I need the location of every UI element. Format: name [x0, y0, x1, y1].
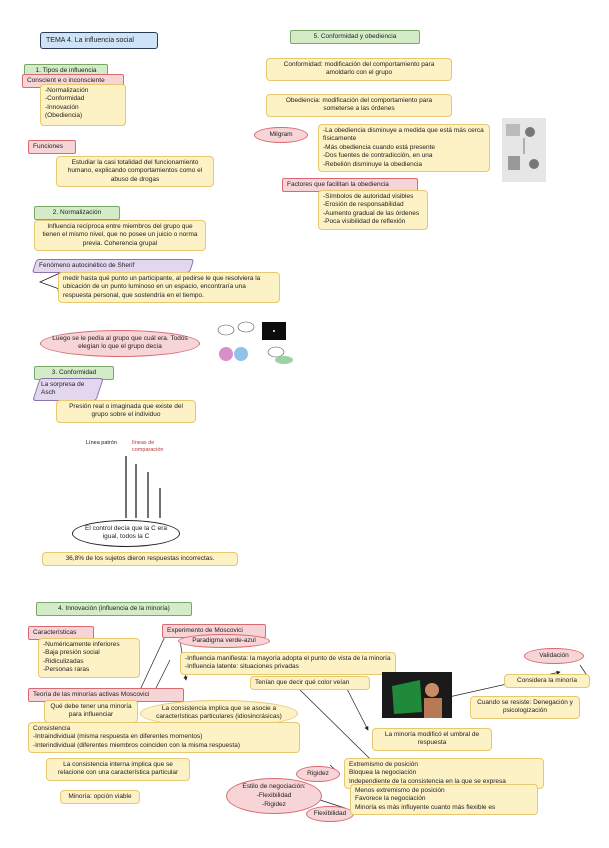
- funciones-text: Estudiar la casi totalidad del funcionam…: [56, 156, 214, 188]
- minoria-viable-text: Minoría: opción viable: [60, 790, 140, 805]
- asch-label: La sorpresa de Asch: [32, 378, 104, 401]
- milgram-oval: Milgram: [254, 127, 308, 144]
- normalizacion-oval: Luego se le pedía al grupo que cuál era.…: [40, 330, 200, 357]
- section-obediencia-header: 5. Conformidad y obediencia: [290, 30, 420, 45]
- conformidad-definition: Conformidad: modificación del comportami…: [266, 58, 452, 81]
- consistencia-list: -Intraindividual (misma respuesta en dif…: [33, 733, 241, 749]
- caracteristicas-list: -Numéricamente inferiores -Baja presión …: [38, 638, 140, 678]
- consistencia-block: Consistencia -Intraindividual (misma res…: [28, 722, 300, 754]
- lineas-comparacion-label: líneas de comparación: [132, 440, 164, 453]
- milgram-diagram: [502, 118, 546, 182]
- section-innovacion-header: 4. Innovación (influencia de la minoría): [36, 602, 192, 617]
- paradigma-oval: Paradigma verde-azul: [178, 634, 270, 649]
- minoria-modifico-text: La minoría modificó el umbral de respues…: [372, 728, 492, 751]
- sherif-text: medir hasta qué punto un participante, a…: [58, 272, 280, 304]
- influencia-text: -Influencia manifiesta: la mayoría adopt…: [180, 652, 396, 675]
- que-debe-text: Qué debe tener una minoría para influenc…: [44, 700, 138, 723]
- page-title: TEMA 4. La influencia social: [40, 32, 158, 50]
- section-normalizacion-header: 2. Normalización: [34, 206, 120, 221]
- asch-result-text: 36,8% de los sujetos dieron respuestas i…: [42, 552, 238, 567]
- flexibilidad-oval: Flexibilidad: [306, 806, 354, 823]
- rigidez-oval: Rigidez: [296, 766, 340, 783]
- considera-minoria-text: Considera la minoría: [504, 674, 590, 689]
- obediencia-definition: Obediencia: modificación del comportamie…: [266, 94, 452, 117]
- flexibilidad-text: Menos extremismo de posición Favorece la…: [350, 784, 538, 816]
- tipos-list: -Normalización -Conformidad -Innovación …: [40, 84, 126, 126]
- asch-lines-illustration: Línea patrón líneas de comparación: [80, 436, 190, 526]
- consistencia-interna-text: La consistencia interna implica que se r…: [46, 758, 190, 781]
- birds-illustration: [206, 318, 298, 366]
- consistencia-label: Consistencia: [33, 725, 71, 732]
- validacion-oval: Validación: [524, 648, 584, 665]
- factores-list: -Símbolos de autoridad visibles -Erosión…: [318, 190, 428, 230]
- asch-control-oval: El control decía que la C era igual, tod…: [72, 520, 180, 547]
- moscovici-video-thumbnail: [382, 672, 452, 718]
- conformidad-presion-text: Presión real o imaginada que existe del …: [56, 400, 196, 423]
- linea-patron-label: Línea patrón: [86, 440, 117, 446]
- normalizacion-text: Influencia recíproca entre miembros del …: [34, 220, 206, 252]
- tenian-text: Tenían que decir qué color veían: [250, 676, 370, 691]
- milgram-findings: -La obediencia disminuye a medida que es…: [318, 124, 490, 173]
- funciones-label: Funciones: [28, 140, 76, 155]
- estilo-negociacion-oval: Estilo de negociación: -Flexibilidad -Ri…: [226, 778, 322, 815]
- cuando-resiste-text: Cuando se resiste: Denegación y psicolog…: [470, 696, 580, 719]
